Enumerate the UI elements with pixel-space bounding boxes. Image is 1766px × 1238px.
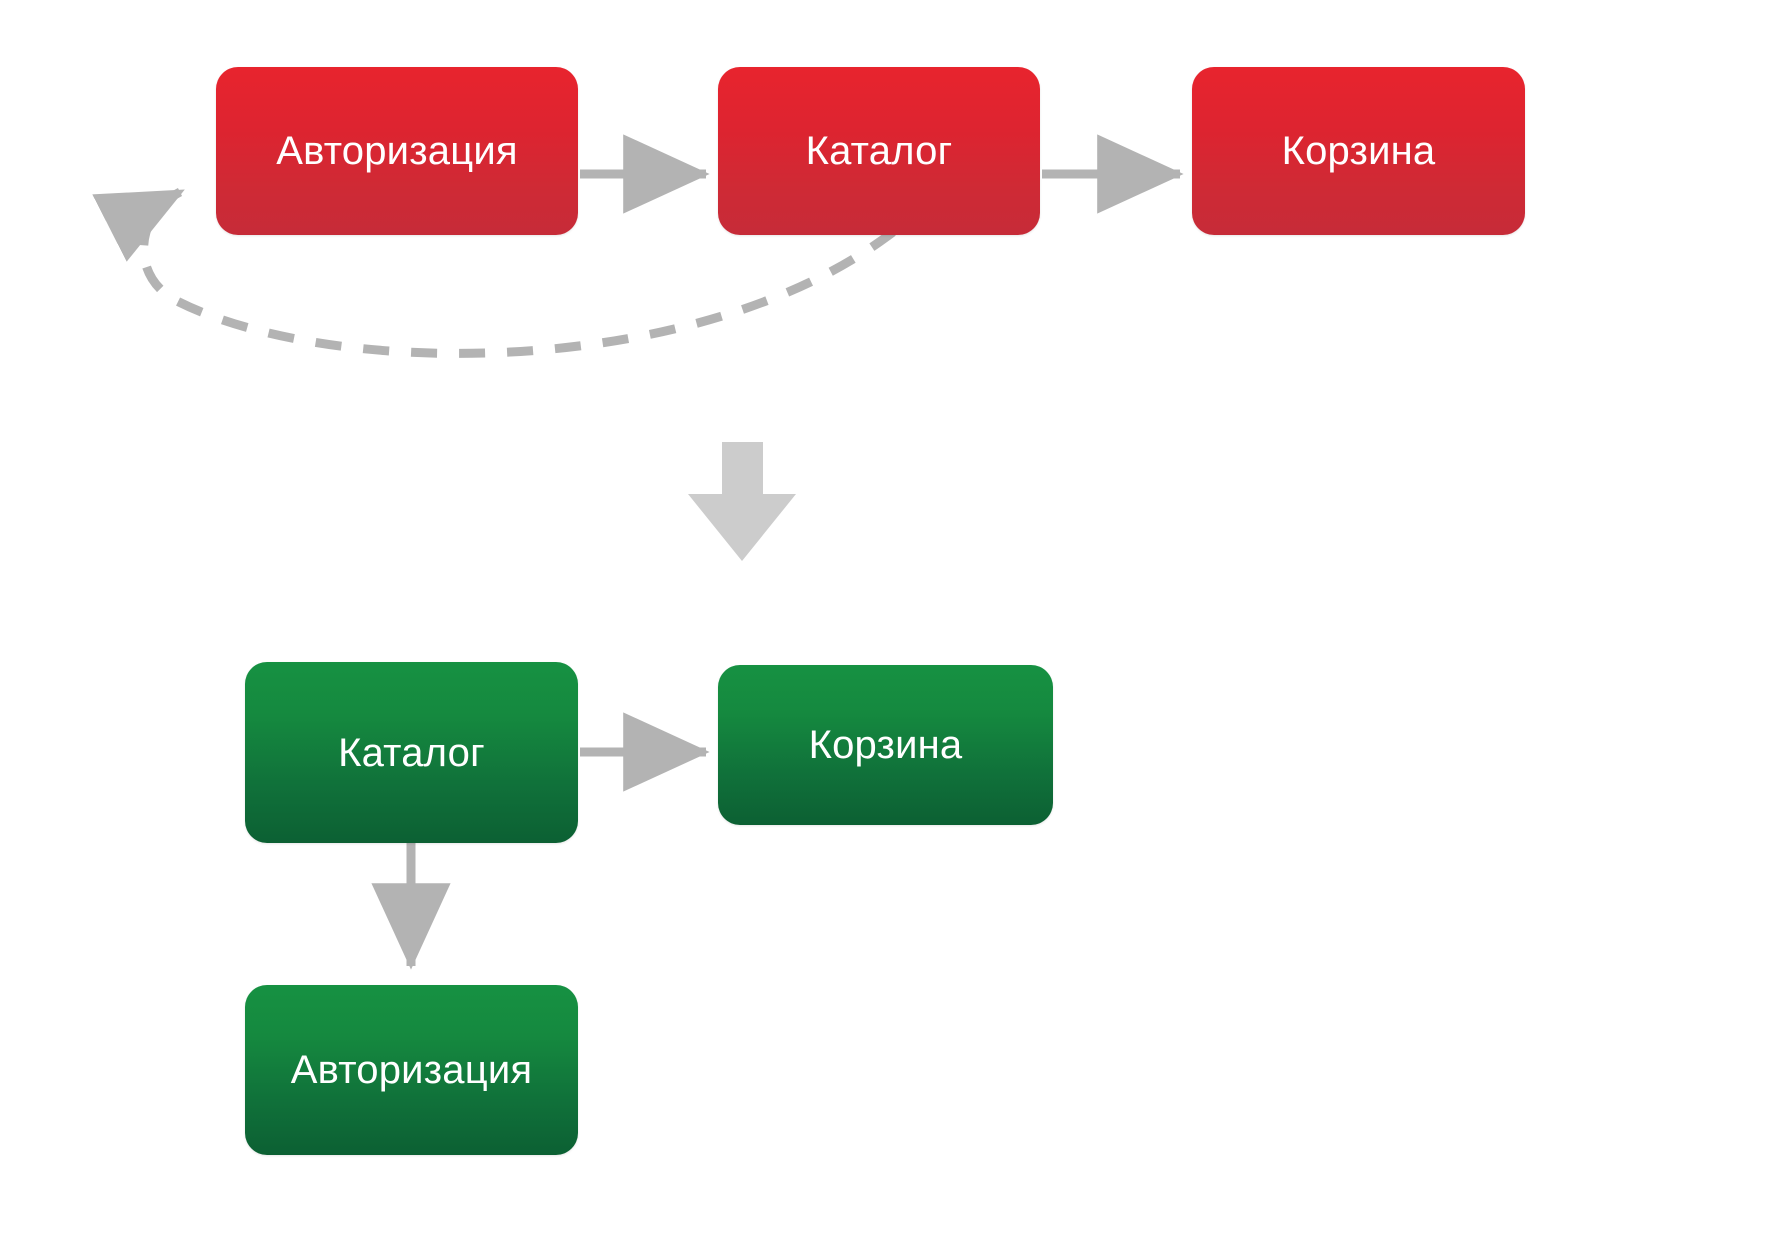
node-cart-red[interactable]: Корзина	[1192, 67, 1525, 235]
node-cart-green-label: Корзина	[808, 723, 963, 767]
node-catalog-red[interactable]: Каталог	[718, 67, 1040, 235]
node-auth-green-label: Авторизация	[290, 1048, 533, 1092]
node-auth-green[interactable]: Авторизация	[245, 985, 578, 1155]
node-catalog-red-label: Каталог	[805, 129, 953, 173]
transition-down-arrow-icon	[688, 442, 796, 561]
node-catalog-green-label: Каталог	[338, 730, 485, 775]
node-cart-red-label: Корзина	[1281, 129, 1436, 173]
node-cart-green[interactable]: Корзина	[718, 665, 1053, 825]
node-catalog-green[interactable]: Каталог	[245, 662, 578, 843]
node-auth-red-label: Авторизация	[276, 129, 518, 173]
node-auth-red[interactable]: Авторизация	[216, 67, 578, 235]
